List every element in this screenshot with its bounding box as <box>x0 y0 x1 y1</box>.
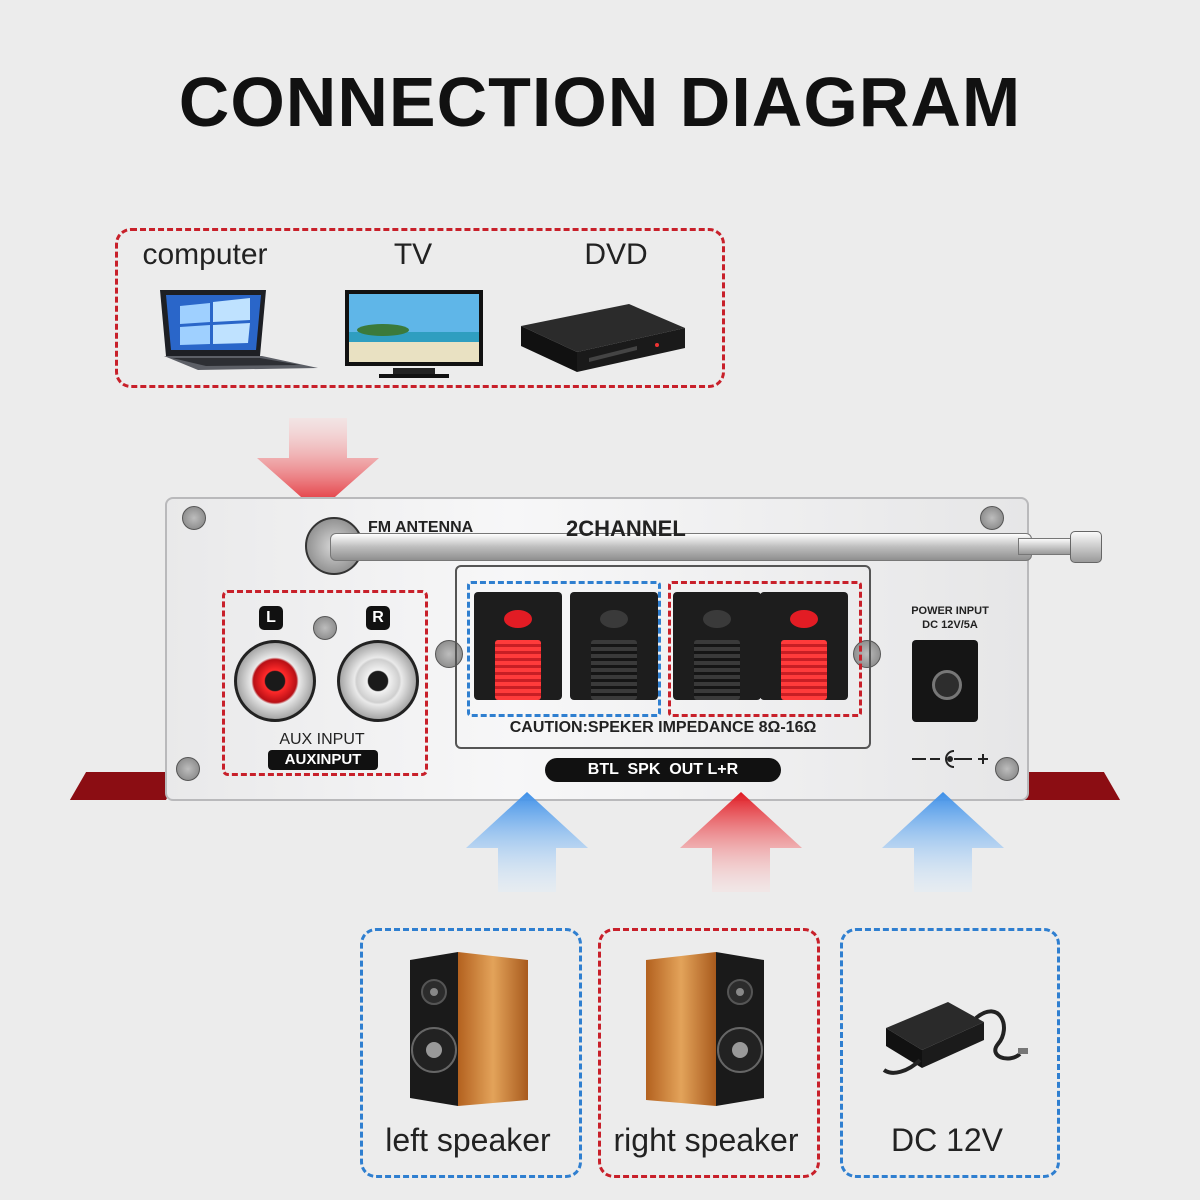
dvd-player-icon <box>521 304 685 372</box>
arrow-up-blue-icon <box>882 792 1004 892</box>
panel-screw-icon <box>435 640 463 668</box>
right-jack-badge: R <box>366 606 390 630</box>
power-input-label: POWER INPUT <box>911 605 989 617</box>
left-speaker-label: left speaker <box>385 1122 551 1158</box>
aux-input-box <box>222 590 428 776</box>
caution-label: CAUTION:SPEKER IMPEDANCE 8Ω-16Ω <box>509 719 817 736</box>
right-speaker-icon <box>646 952 764 1106</box>
terminal-lever-black[interactable] <box>694 640 740 700</box>
left-speaker-icon <box>410 952 528 1106</box>
antenna-cap <box>1070 531 1102 563</box>
left-channel-box <box>467 581 661 717</box>
terminal-hole-red <box>504 610 532 628</box>
panel-screw-icon <box>182 506 206 530</box>
terminal-lever-black[interactable] <box>591 640 637 700</box>
terminal-lever-red[interactable] <box>495 640 541 700</box>
page-title: CONNECTION DIAGRAM <box>178 63 1022 141</box>
panel-screw-icon <box>995 757 1019 781</box>
right-channel-box <box>668 581 862 717</box>
aux-input-badge: AUXINPUT <box>268 750 378 770</box>
left-jack-badge: L <box>259 606 283 630</box>
terminal-hole-black <box>703 610 731 628</box>
aux-screw-icon <box>313 616 337 640</box>
fm-antenna-label: FM ANTENNA <box>368 519 474 536</box>
terminal-lever-red[interactable] <box>781 640 827 700</box>
power-adapter-icon <box>882 1002 1028 1075</box>
antenna-rod[interactable] <box>330 533 1032 561</box>
arrow-up-red-icon <box>680 792 802 892</box>
source-label-computer: computer <box>142 238 268 271</box>
rca-right-jack[interactable] <box>337 640 419 722</box>
terminal-hole-black <box>600 610 628 628</box>
channel-label: 2CHANNEL <box>566 516 686 541</box>
panel-screw-icon <box>176 757 200 781</box>
dc-adapter-box <box>840 928 1060 1178</box>
dc-polarity-icon <box>912 750 988 768</box>
terminal-hole-red <box>790 610 818 628</box>
sources-box <box>115 228 725 388</box>
source-label-dvd: DVD <box>584 238 648 271</box>
btl-output-badge: BTL SPK OUT L+R <box>545 758 781 782</box>
panel-screw-icon <box>980 506 1004 530</box>
speaker-terminal-frame <box>455 565 871 749</box>
power-rating-label: DC 12V/5A <box>922 619 978 631</box>
panel-screw-icon <box>853 640 881 668</box>
rca-left-jack[interactable] <box>234 640 316 722</box>
dc-jack-hole <box>932 670 962 700</box>
right-speaker-box <box>598 928 820 1178</box>
right-speaker-label: right speaker <box>613 1122 799 1158</box>
source-label-tv: TV <box>393 238 433 271</box>
laptop-icon <box>160 290 318 370</box>
aux-input-label: AUX INPUT <box>279 731 365 748</box>
left-speaker-box <box>360 928 582 1178</box>
arrow-down-red-icon <box>257 418 379 512</box>
arrow-up-blue-icon <box>466 792 588 892</box>
tv-icon <box>345 290 483 378</box>
dc-label: DC 12V <box>890 1122 1004 1158</box>
